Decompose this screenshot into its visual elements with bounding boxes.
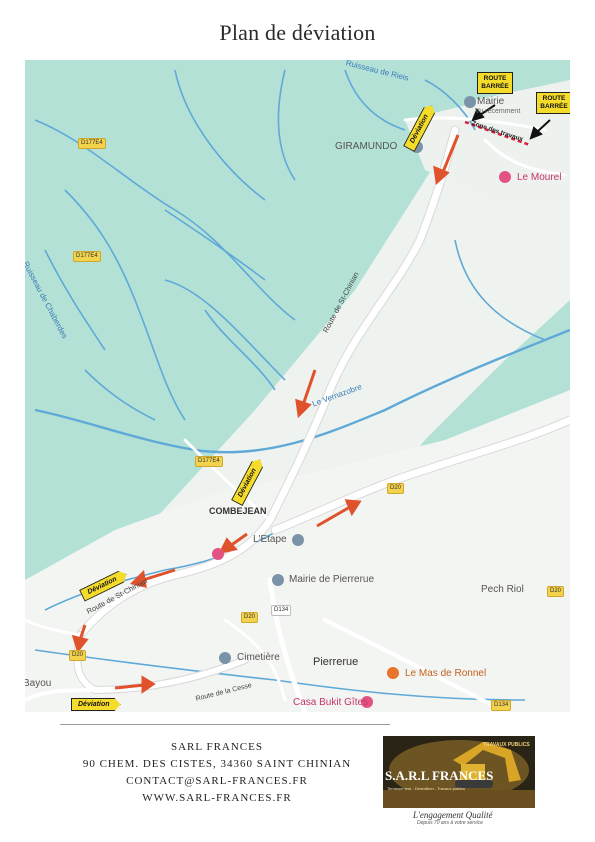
- road-minor: [183, 438, 272, 522]
- letape-marker: [292, 534, 304, 546]
- detour-arrow-head: [141, 675, 156, 694]
- logo-tagline: TRAVAUX PUBLICS: [483, 742, 530, 748]
- logo-slogan: L'engagement Qualité: [413, 810, 493, 820]
- label-mairie-pierrerue: Mairie de Pierrerue: [289, 574, 375, 585]
- detour-arrow-head: [218, 537, 238, 555]
- road-d134-east: [323, 618, 507, 712]
- detour-arrow: [142, 568, 176, 582]
- closure-arrows: [471, 104, 551, 140]
- label-giramundo: GIRAMUNDO: [335, 141, 398, 152]
- road-badge-d20: D20: [69, 650, 87, 661]
- label-casa-bukit: Casa Bukit Gîtes: [293, 697, 369, 708]
- route-barree-sign: ROUTE BARRÉE: [477, 72, 513, 94]
- road-minor: [25, 688, 97, 702]
- river-stream: [164, 279, 286, 381]
- label-pierrerue: Pierrerue: [313, 656, 359, 668]
- detour-arrows: [71, 134, 460, 694]
- road-route-st-chinian: [76, 126, 459, 639]
- detour-arrow: [316, 505, 351, 528]
- cimetiere-marker: [219, 652, 231, 664]
- label-vu-recemment: Vu récemment: [475, 108, 521, 115]
- detour-arrow-head: [344, 499, 362, 517]
- label-letape: L'Etape: [253, 534, 287, 545]
- river-stream: [277, 69, 296, 181]
- road-d134: [267, 577, 308, 712]
- road-badge-d177e4: D177E4: [73, 251, 101, 262]
- road-badge-d20: D20: [387, 483, 405, 494]
- river-stream: [454, 239, 546, 341]
- road-minor: [223, 618, 287, 702]
- closure-arrow: [536, 119, 551, 133]
- road-badge-d20: D20: [241, 612, 259, 623]
- label-pech-riol: Pech Riol: [481, 584, 524, 595]
- river-stream: [84, 369, 156, 421]
- river-stream: [174, 69, 266, 201]
- detour-arrow-head: [130, 569, 147, 589]
- closure-arrow-head: [529, 126, 543, 140]
- company-address: 90 CHEM. DES CISTES, 34360 SAINT CHINIAN: [82, 758, 352, 770]
- closure-arrow-head: [471, 108, 485, 122]
- excavator-body-icon: [461, 764, 485, 780]
- mas-ronnel-marker: [387, 667, 399, 679]
- excavator-arm-icon: [453, 742, 521, 782]
- footer-divider: [60, 724, 390, 725]
- closure-arrow: [479, 104, 496, 116]
- road-minor: [483, 138, 567, 177]
- river-stream: [164, 209, 266, 281]
- mairie-pierrerue-marker: [272, 574, 284, 586]
- road-badge-d134: D134: [491, 700, 512, 711]
- river-stream: [204, 309, 276, 391]
- detour-arrow-head: [71, 634, 89, 654]
- company-info: SARL FRANCES 90 CHEM. DES CISTES, 34360 …: [72, 739, 362, 807]
- casa-bukit-marker: [361, 696, 373, 708]
- logo-brand: S.A.R.L FRANCES: [385, 768, 494, 783]
- detour-arrow-head: [433, 165, 450, 185]
- river-stream: [44, 249, 106, 351]
- route-barree-sign: ROUTE BARRÉE: [536, 92, 570, 114]
- work-zone-line: [464, 120, 531, 147]
- company-logo: S.A.R.L FRANCES TRAVAUX PUBLICS Terrasse…: [383, 730, 535, 828]
- road-badge-d177e4: D177E4: [195, 456, 223, 467]
- company-email: CONTACT@SARL-FRANCES.FR: [126, 775, 308, 787]
- river-stream: [64, 189, 186, 421]
- logo-graphic: [383, 730, 535, 828]
- detour-map[interactable]: Ruisseau de Rieis Mairie Vu récemment Zo…: [25, 60, 570, 712]
- road-badge-d134: D134: [271, 605, 292, 616]
- label-mas-ronnel: Le Mas de Ronnel: [405, 668, 487, 679]
- map-canvas: [25, 69, 570, 712]
- detour-arrow: [301, 369, 317, 406]
- label-combejean: COMBEJEAN: [209, 506, 267, 516]
- detour-arrow: [229, 532, 248, 548]
- road-d20: [271, 416, 570, 534]
- label-le-mourel: Le Mourel: [517, 172, 562, 183]
- road-badge-d20: D20: [547, 586, 565, 597]
- road-minor: [25, 618, 82, 637]
- company-website: WWW.SARL-FRANCES.FR: [142, 792, 292, 804]
- river-stream: [34, 119, 296, 321]
- river-stream: [34, 649, 526, 701]
- mairie-marker: [464, 96, 476, 108]
- combejean-marker: [212, 548, 224, 560]
- label-mairie: Mairie: [477, 96, 505, 107]
- mourel-marker: [499, 171, 511, 183]
- logo-subtitle: Terrassement - Démolition - Travaux publ…: [387, 786, 466, 791]
- label-cimetiere: Cimetière: [237, 652, 280, 663]
- deviation-sign: Déviation: [71, 698, 121, 711]
- logo-slogan-sub: Depuis 70 ans à votre service: [417, 820, 483, 826]
- road-badge-d177e4: D177E4: [78, 138, 106, 149]
- detour-arrow: [114, 683, 146, 690]
- detour-arrow: [441, 134, 460, 173]
- company-name: SARL FRANCES: [171, 741, 263, 753]
- page-title: Plan de déviation: [219, 20, 376, 45]
- detour-arrow-head: [295, 398, 312, 419]
- label-bayou: Bayou: [25, 678, 52, 689]
- river-stream: [344, 69, 406, 131]
